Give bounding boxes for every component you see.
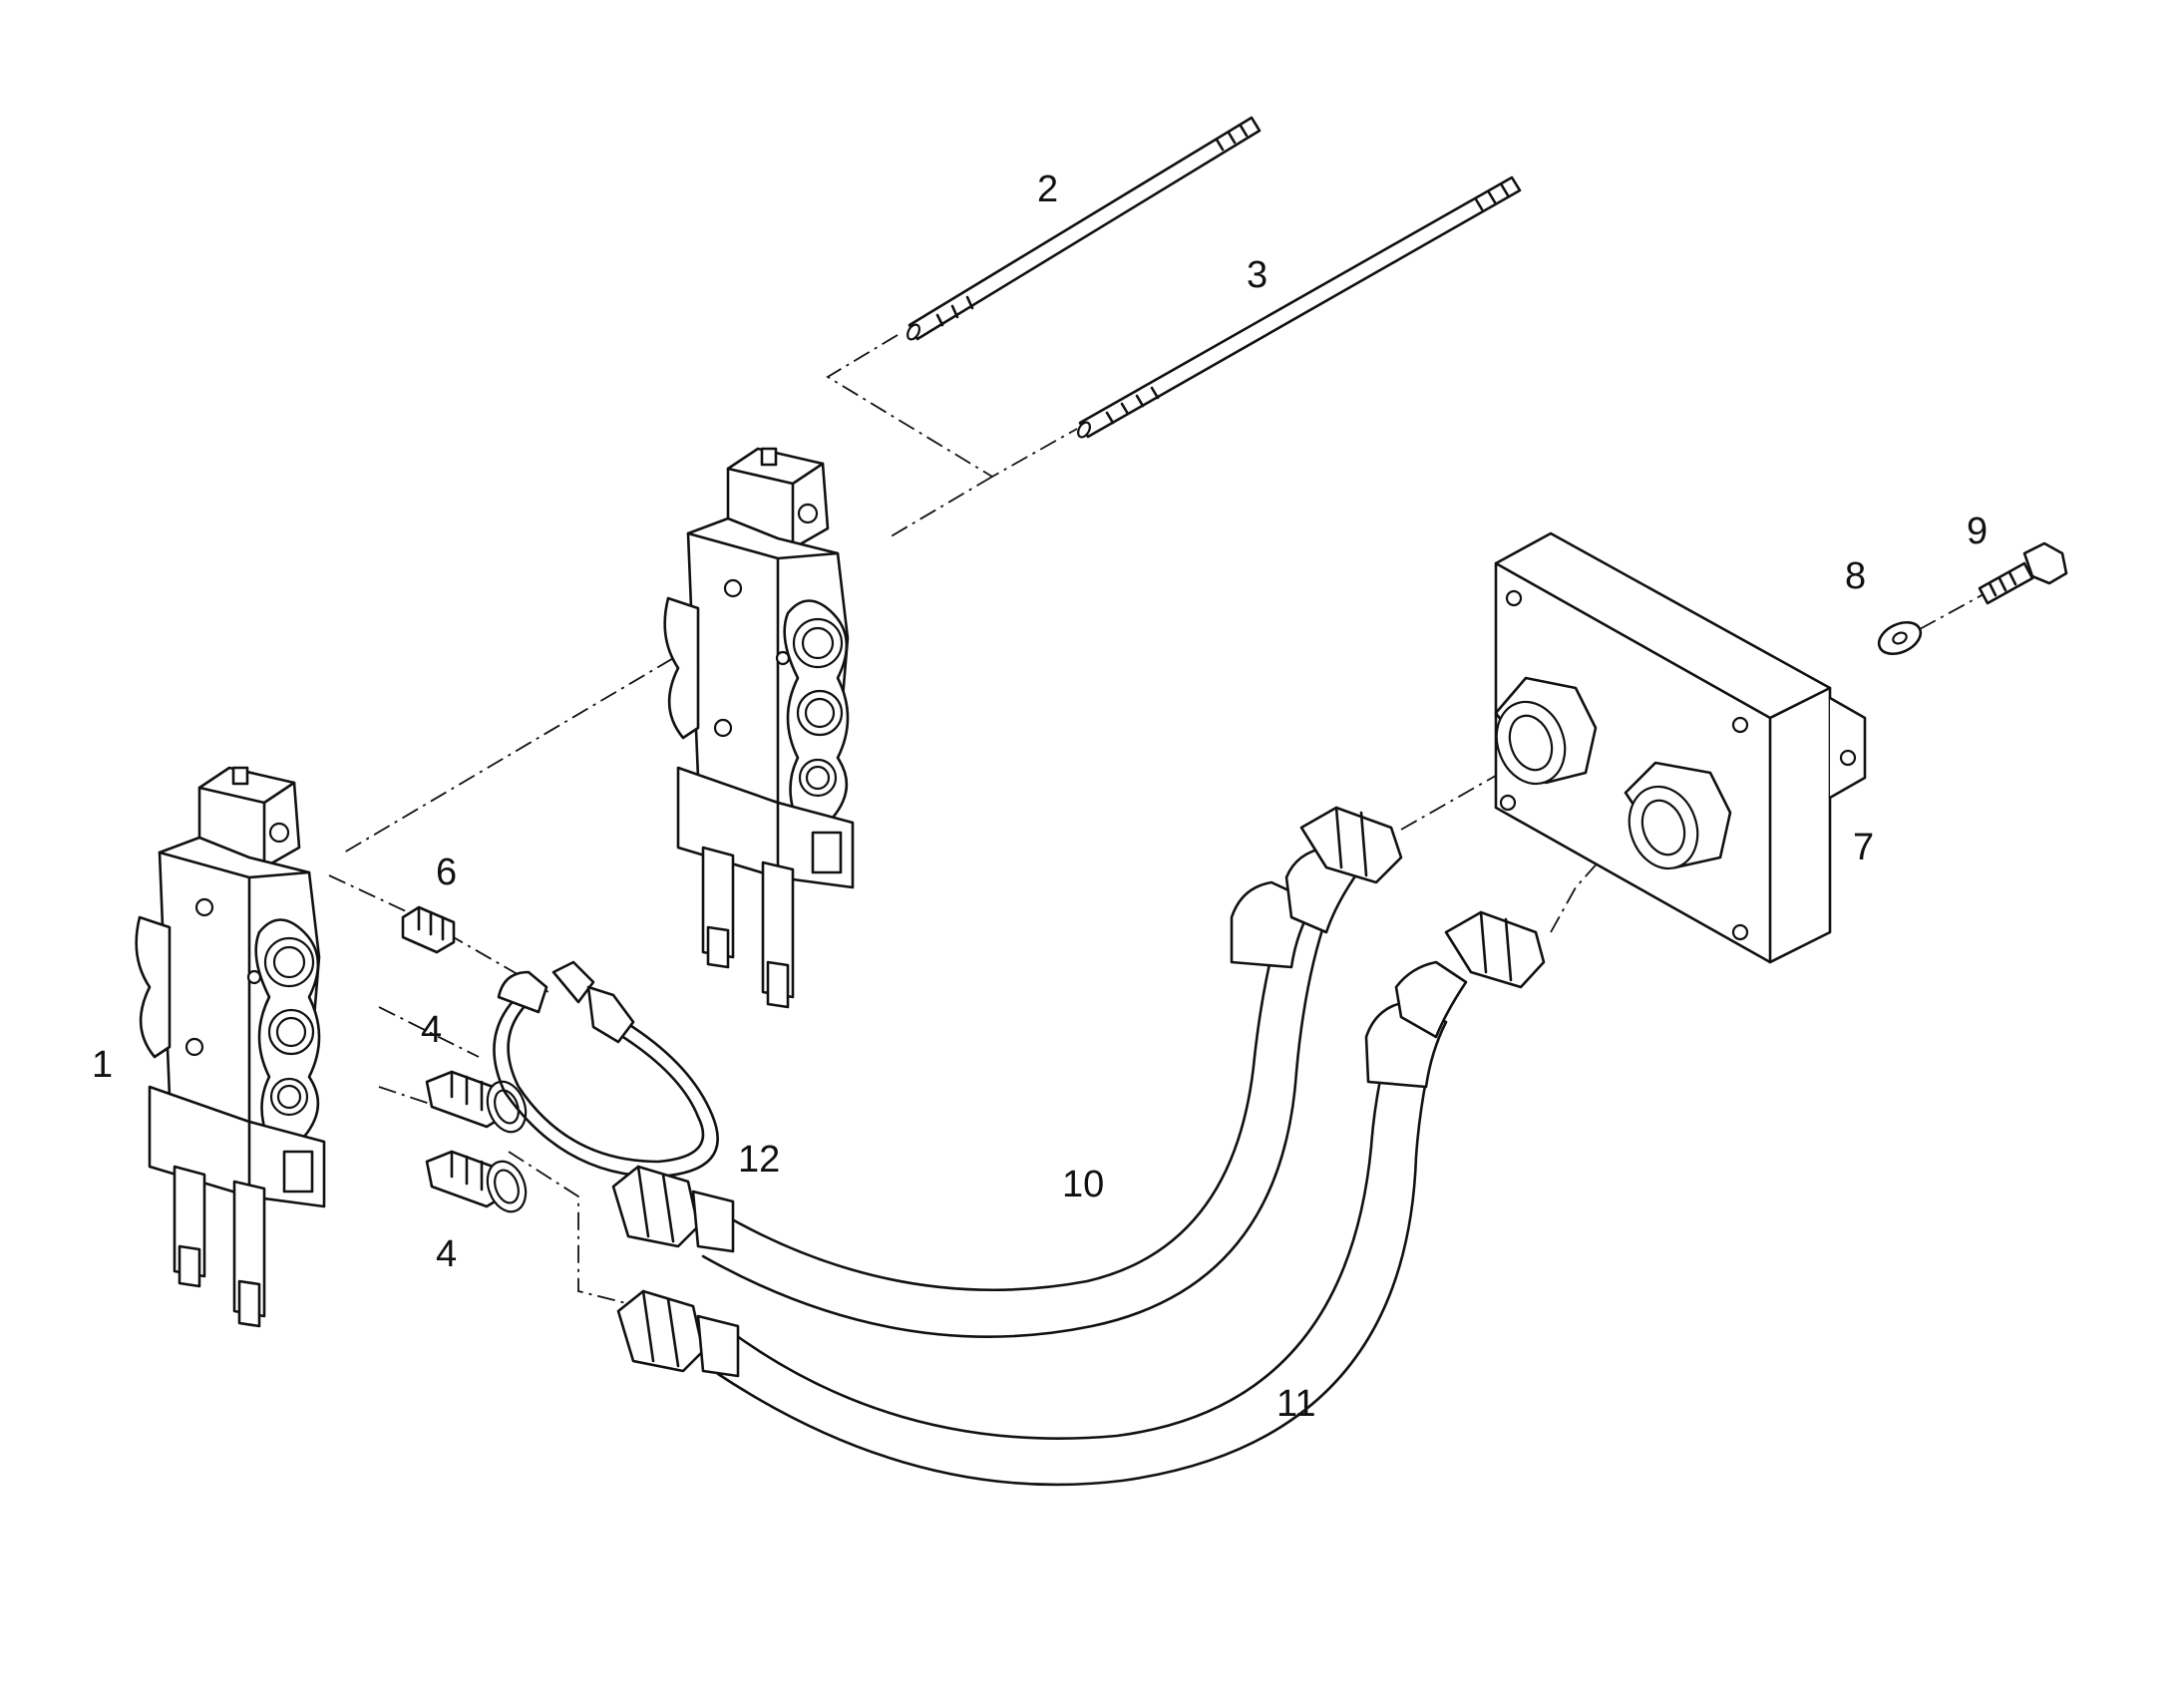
callout-6: 6 [436, 852, 457, 893]
callout-12: 12 [738, 1139, 780, 1181]
callout-3: 3 [1247, 254, 1268, 296]
callout-1: 1 [92, 1044, 113, 1086]
valve-section-upper [663, 447, 855, 1009]
bolt [1978, 541, 2068, 605]
tie-rod-long [1077, 175, 1522, 439]
hose-loop [493, 960, 719, 1179]
port-fitting-lower [425, 1150, 535, 1218]
callout-11: 11 [1276, 1383, 1315, 1425]
callout-4-lower: 4 [436, 1233, 457, 1275]
hose-assembly-lower [616, 910, 1546, 1487]
callout-7: 7 [1853, 827, 1874, 868]
tie-rod-short [907, 116, 1262, 341]
callout-2: 2 [1037, 169, 1058, 210]
callout-9: 9 [1967, 511, 1988, 552]
callout-8: 8 [1845, 555, 1866, 597]
callout-10: 10 [1062, 1164, 1104, 1205]
adapter-fitting [401, 905, 456, 954]
valve-section-left [135, 766, 326, 1328]
callout-4-upper: 4 [421, 1009, 442, 1051]
hose-assembly-upper [611, 806, 1403, 1338]
mounting-plate [1494, 531, 1867, 964]
washer [1877, 620, 1923, 656]
